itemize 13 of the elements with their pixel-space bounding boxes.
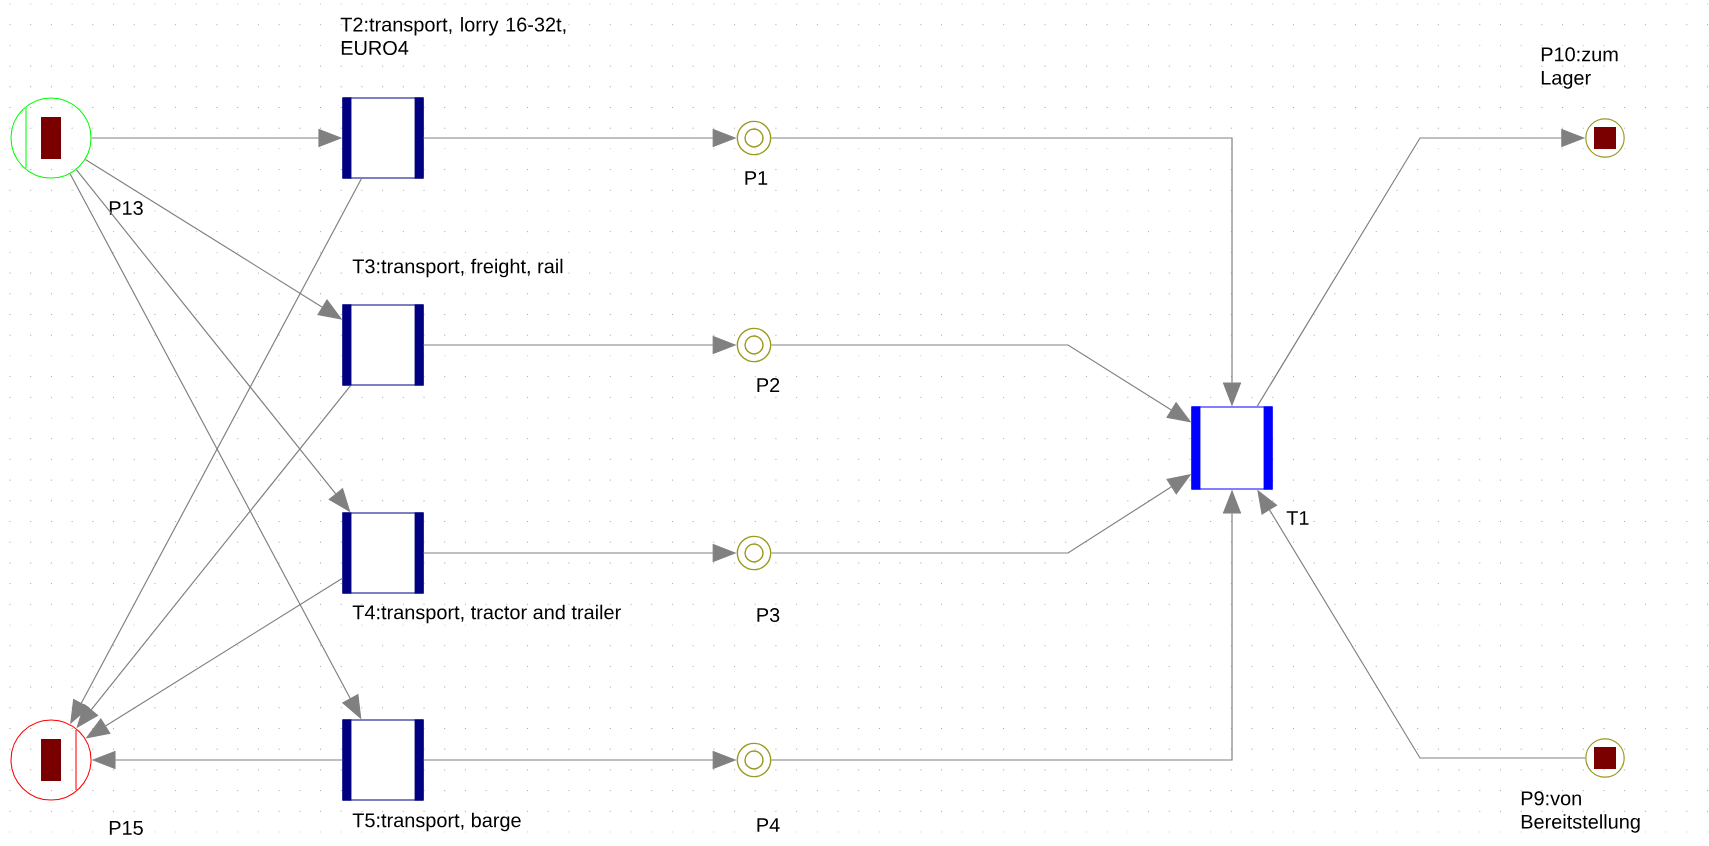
node-label: T4:transport, tractor and trailer [352, 604, 621, 624]
node-label: T1 [1286, 511, 1309, 525]
node-label: P9:von Bereitstellung [1521, 791, 1640, 833]
node-label: P15 [109, 821, 143, 835]
node-label: P2 [757, 378, 780, 392]
node-label: T5:transport, barge [352, 812, 521, 832]
node-label: P1 [745, 171, 768, 185]
node-label: T3:transport, freight, rail [352, 258, 563, 278]
node-label: P10:zum Lager [1541, 47, 1618, 89]
node-label: P3 [757, 607, 780, 623]
node-label: T2:transport, lorry 16-32t, EURO4 [340, 17, 566, 56]
node-label: P4 [757, 818, 780, 832]
node-label: P13 [109, 200, 143, 216]
